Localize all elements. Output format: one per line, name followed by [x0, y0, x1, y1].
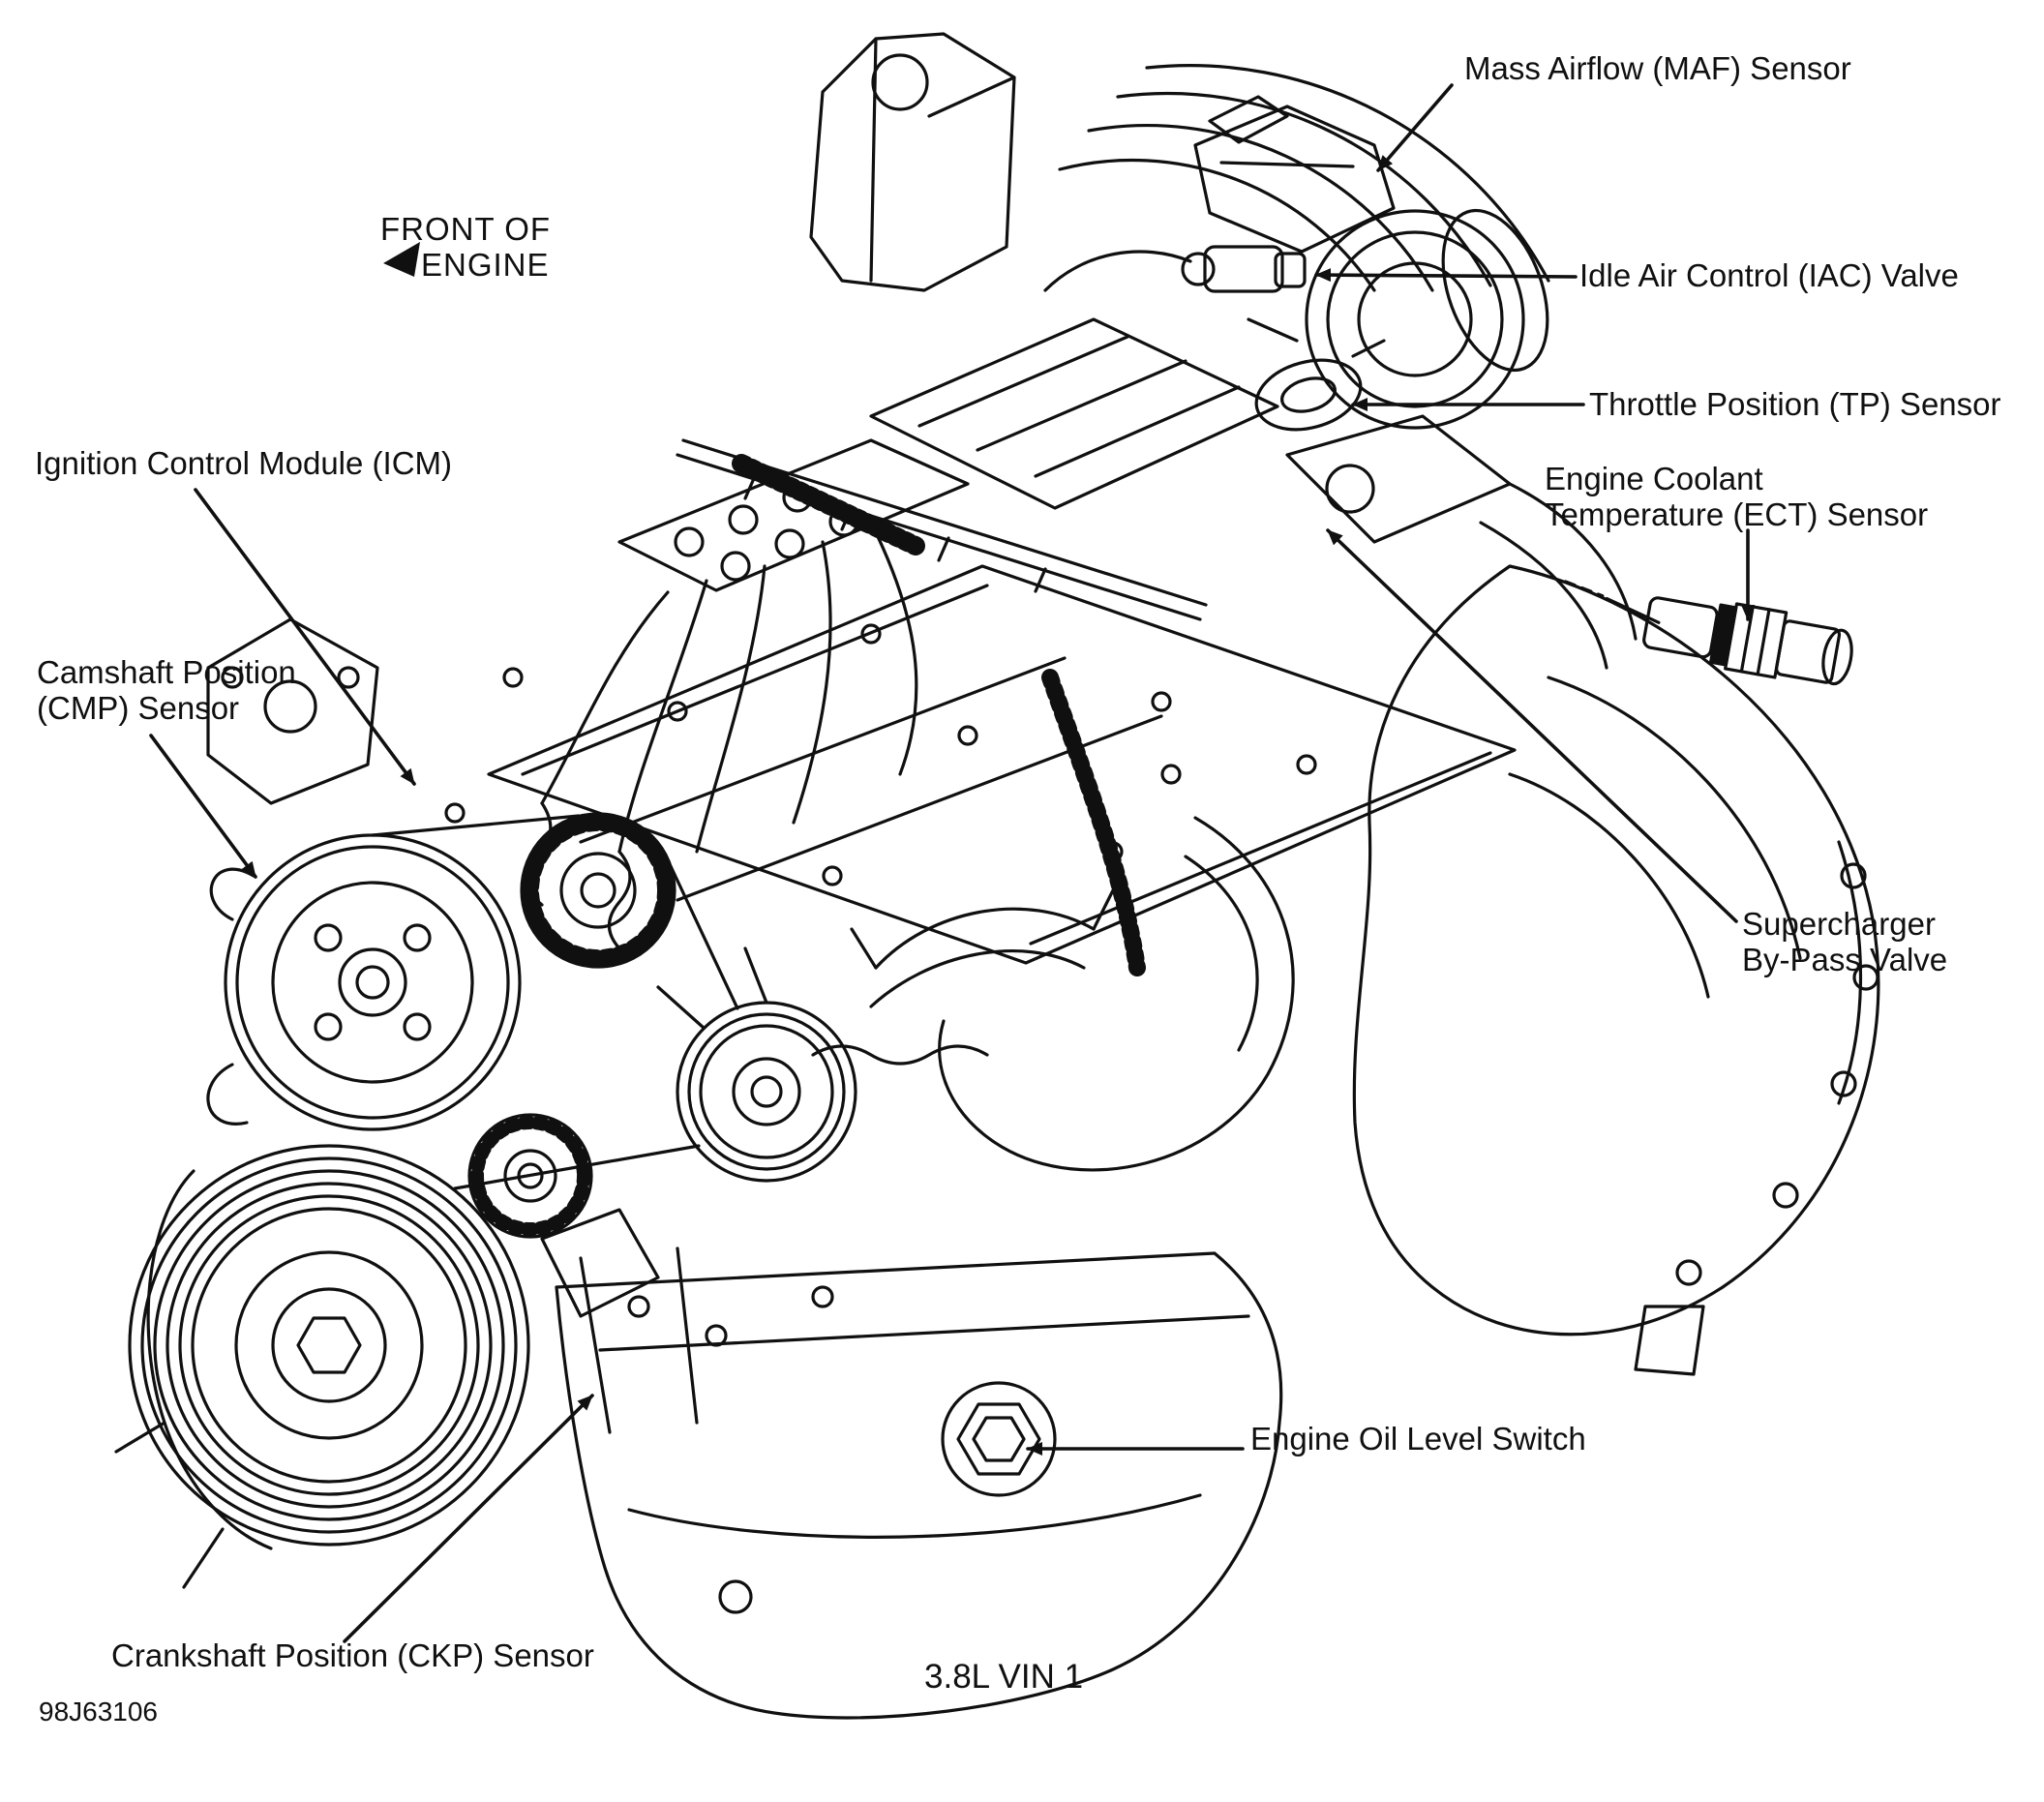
- label-maf: Mass Airflow (MAF) Sensor: [1464, 50, 1851, 86]
- figure-code: 98J63106: [39, 1697, 159, 1727]
- label-ckp: Crankshaft Position (CKP) Sensor: [111, 1637, 594, 1673]
- engine-illustration: [114, 32, 1880, 1720]
- icm-leader-line: [194, 488, 416, 786]
- leader-lines: [149, 83, 1755, 1643]
- iac-leader-line: [1314, 268, 1578, 283]
- cmp-leader-line: [149, 734, 257, 879]
- label-ect: Engine Coolant Temperature (ECT) Sensor: [1545, 461, 1929, 532]
- label-icm: Ignition Control Module (ICM): [35, 445, 452, 481]
- front-of-engine-arrow-icon: [383, 242, 420, 277]
- supercharger-leader-line: [1326, 528, 1738, 923]
- oil-level-switch-part: [941, 1381, 1057, 1497]
- ect-sensor-part: [1564, 580, 1853, 686]
- figure-caption: 3.8L VIN 1: [924, 1658, 1084, 1696]
- front-of-engine-note: FRONT OF ENGINE: [380, 211, 552, 283]
- label-oil-level-switch: Engine Oil Level Switch: [1250, 1421, 1586, 1457]
- label-iac: Idle Air Control (IAC) Valve: [1579, 257, 1959, 293]
- ckp-leader-line: [343, 1394, 594, 1643]
- label-cmp: Camshaft Position (CMP) Sensor: [37, 654, 296, 726]
- label-supercharger: Supercharger By-Pass Valve: [1742, 906, 1948, 977]
- label-tp: Throttle Position (TP) Sensor: [1589, 386, 2001, 422]
- maf-leader-line: [1376, 83, 1454, 172]
